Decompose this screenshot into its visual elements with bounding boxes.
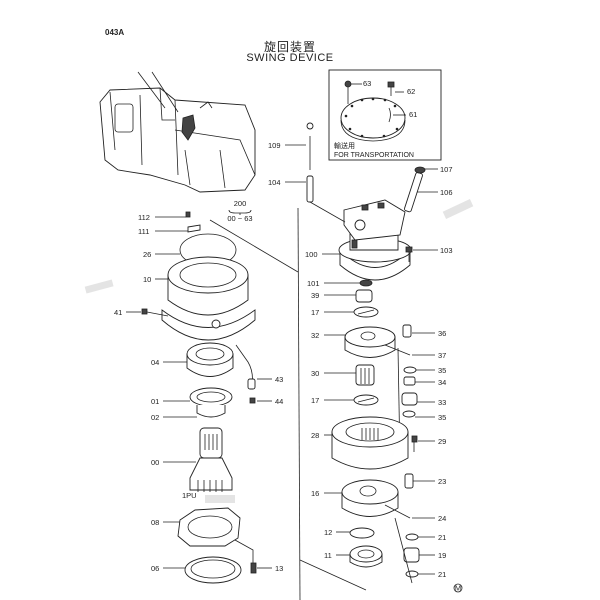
excavator-illustration (99, 71, 256, 193)
callout-39: 39 (311, 291, 319, 300)
callout-44: 44 (275, 397, 283, 406)
callout-28: 28 (311, 431, 319, 440)
transport-label-japanese: 輸送用 (334, 141, 355, 150)
transport-label-english: FOR TRANSPORTATION (334, 152, 414, 159)
callout-17-lower: 17 (311, 396, 319, 405)
callout-36: 36 (438, 329, 446, 338)
callout-107: 107 (440, 165, 453, 174)
callout-24: 24 (438, 514, 446, 523)
title-english: SWING DEVICE (246, 52, 334, 64)
callout-103: 103 (440, 246, 453, 255)
left-stack: 1PU (141, 211, 257, 584)
callout-04: 04 (151, 358, 159, 367)
callout-109: 109 (268, 141, 281, 150)
callout-12: 12 (324, 528, 332, 537)
assembly-group: 200 00 ~ 63 (227, 199, 252, 223)
callout-43: 43 (275, 375, 283, 384)
callout-00: 00 (151, 458, 159, 467)
callout-08: 08 (151, 518, 159, 527)
callout-41: 41 (114, 308, 122, 317)
callout-21-upper: 21 (438, 533, 446, 542)
callout-61: 61 (409, 110, 417, 119)
callout-13: 13 (275, 564, 283, 573)
callout-30: 30 (311, 369, 319, 378)
callout-33: 33 (438, 398, 446, 407)
callout-35-upper: 35 (438, 366, 446, 375)
corner-mark-letter: M (455, 584, 461, 593)
callout-63: 63 (363, 79, 371, 88)
shaft-stamp: 1PU (182, 491, 197, 500)
callout-101: 101 (307, 279, 320, 288)
assembly-number: 200 (234, 199, 247, 208)
callout-21-lower: 21 (438, 570, 446, 579)
corner-mark: M (453, 584, 463, 593)
callout-11: 11 (324, 551, 332, 560)
callout-104: 104 (268, 178, 281, 187)
callout-16: 16 (311, 489, 319, 498)
callout-06: 06 (151, 564, 159, 573)
callout-02: 02 (151, 413, 159, 422)
callout-34: 34 (438, 378, 446, 387)
callout-10: 10 (143, 275, 151, 284)
callout-100: 100 (305, 250, 318, 259)
assembly-range: 00 ~ 63 (227, 214, 252, 223)
callout-17-upper: 17 (311, 308, 319, 317)
callout-26: 26 (143, 250, 151, 259)
title-japanese: 旋回装置 (263, 40, 316, 54)
callout-32: 32 (311, 331, 319, 340)
callouts: 109 104 107 106 100 103 112 111 26 10 41… (114, 141, 453, 579)
callout-112: 112 (138, 213, 150, 222)
right-stack (299, 279, 420, 591)
callout-01: 01 (151, 397, 159, 406)
callout-35-lower: 35 (438, 413, 446, 422)
page-code: 043A (105, 28, 125, 37)
callout-106: 106 (440, 188, 453, 197)
callout-111: 111 (138, 227, 149, 236)
callout-19: 19 (438, 551, 446, 560)
callout-29: 29 (438, 437, 446, 446)
callout-62: 62 (407, 87, 415, 96)
transport-box: 63 62 61 輸送用 FOR TRANSPORTATION (328, 69, 442, 161)
callout-23: 23 (438, 477, 446, 486)
swing-motor (338, 199, 412, 281)
callout-37: 37 (438, 351, 446, 360)
